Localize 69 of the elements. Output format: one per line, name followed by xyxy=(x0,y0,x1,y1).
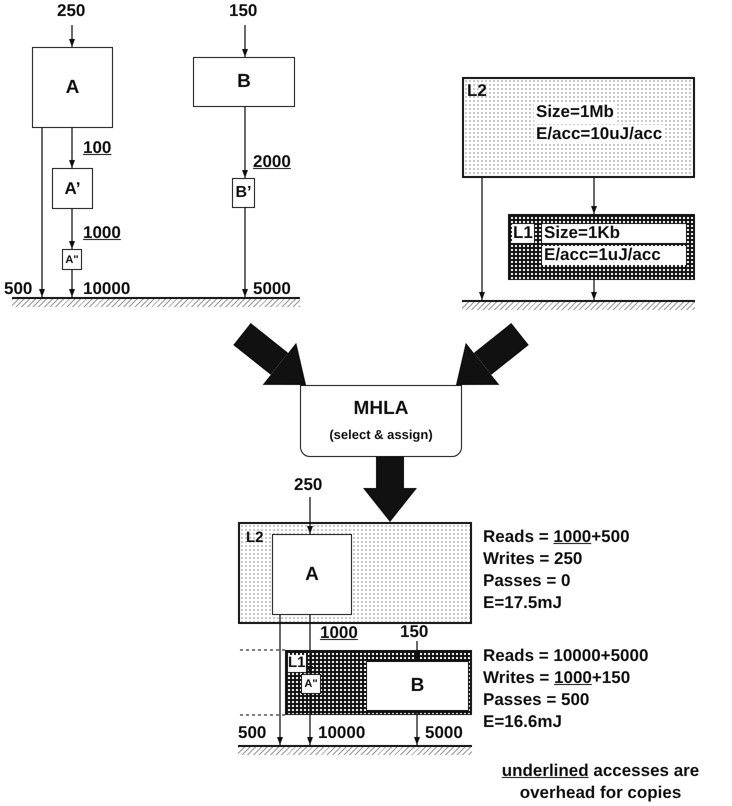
energy-spec: E/acc=10uJ/acc xyxy=(534,125,664,144)
edge-label: 500 xyxy=(238,724,266,743)
data-block: A xyxy=(272,534,352,615)
stat-text: Writes = 1000+150 xyxy=(483,669,630,688)
size-spec: Size=1Kb xyxy=(542,224,686,243)
arrow xyxy=(69,270,75,297)
edge-label: 1000 xyxy=(83,224,121,243)
edge-label: 10000 xyxy=(318,724,366,743)
data-block: A" xyxy=(301,674,321,694)
box-title: MHLA xyxy=(354,399,408,420)
arrow xyxy=(39,128,45,297)
stat-text: E=16.6mJ xyxy=(483,713,562,732)
memory-level-label: L1 xyxy=(512,224,534,243)
footnote: underlined accesses are overhead for copies xyxy=(500,760,700,804)
arrow xyxy=(242,25,248,57)
arrow xyxy=(307,615,313,674)
edge-label: 150 xyxy=(400,623,428,642)
arrow xyxy=(69,25,75,47)
data-block: B’ xyxy=(232,178,255,208)
box-subtitle: (select & assign) xyxy=(329,428,433,443)
arrow xyxy=(414,711,420,745)
arrow xyxy=(414,641,420,661)
edge-label: 1000 xyxy=(320,624,358,643)
data-block: A" xyxy=(62,249,82,270)
stat-text: Passes = 500 xyxy=(483,691,590,710)
stat-text: Reads = 10000+5000 xyxy=(483,647,648,666)
arrow xyxy=(591,178,597,214)
arrow xyxy=(307,694,313,745)
block-arrow xyxy=(233,323,306,385)
arrow xyxy=(242,107,248,178)
edge-label: 10000 xyxy=(83,280,130,299)
data-block: B xyxy=(193,57,295,107)
arrow xyxy=(277,615,283,745)
edge-label: 150 xyxy=(229,2,258,21)
energy-spec: E/acc=1uJ/acc xyxy=(542,246,686,265)
data-block: B xyxy=(366,661,469,711)
stat-text: E=17.5mJ xyxy=(483,594,562,613)
block-arrow xyxy=(456,323,529,385)
stat-text: Reads = 1000+500 xyxy=(483,528,630,547)
arrow xyxy=(69,209,75,249)
stat-text: Writes = 250 xyxy=(483,550,582,569)
process-box xyxy=(300,385,462,457)
edge-label: 250 xyxy=(57,2,86,21)
edge-label: 500 xyxy=(4,280,32,299)
block-arrow xyxy=(363,457,417,522)
arrow xyxy=(242,208,248,297)
data-block: A’ xyxy=(52,168,93,209)
memory-layer xyxy=(285,650,472,715)
size-spec: Size=1Mb xyxy=(534,103,616,122)
memory-block xyxy=(508,214,695,280)
data-block: A xyxy=(32,47,113,128)
ground-bar xyxy=(238,745,472,755)
memory-level-label: L1 xyxy=(288,655,306,672)
memory-level-label: L2 xyxy=(467,82,487,101)
edge-label: 100 xyxy=(83,139,112,158)
stat-text: Passes = 0 xyxy=(483,572,570,591)
arrow xyxy=(591,280,597,300)
edge-label: 250 xyxy=(294,476,322,495)
arrow xyxy=(479,178,485,300)
arrow xyxy=(69,128,75,168)
memory-block xyxy=(462,77,695,178)
arrow xyxy=(307,497,313,534)
memory-layer xyxy=(238,522,472,624)
memory-level-label: L2 xyxy=(246,530,264,546)
ground-bar xyxy=(12,297,300,307)
edge-label: 5000 xyxy=(425,724,463,743)
ground-bar xyxy=(462,300,695,310)
edge-label: 5000 xyxy=(253,280,291,299)
edge-label: 2000 xyxy=(253,153,291,172)
